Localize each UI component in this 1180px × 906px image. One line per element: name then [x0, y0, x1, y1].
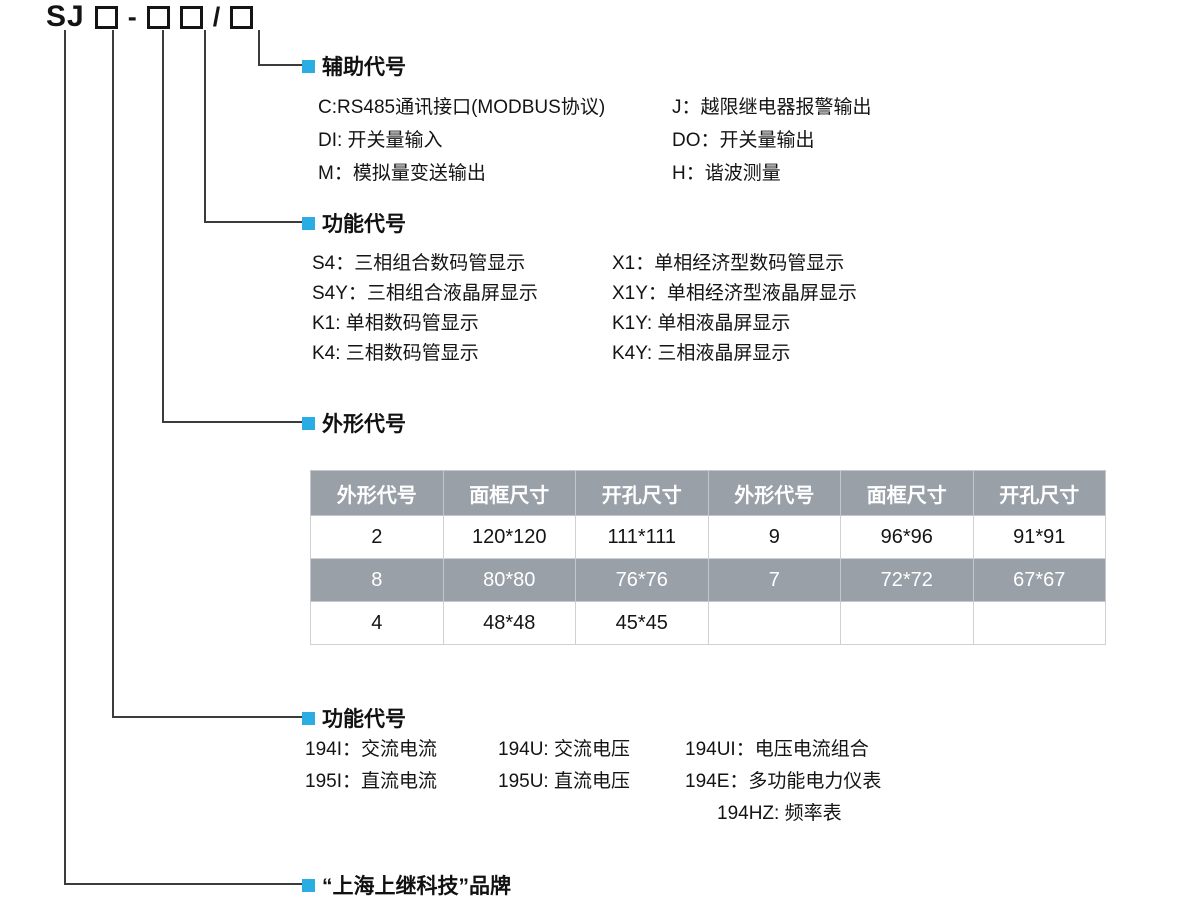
table-header-cell: 外形代号: [310, 470, 444, 516]
table-cell: 7: [707, 558, 841, 602]
heading-function-code: 功能代号: [302, 706, 406, 731]
table-header-cell: 开孔尺寸: [575, 470, 709, 516]
model-box-function-code: [94, 5, 118, 29]
function-item: 195I：直流电流: [305, 771, 437, 792]
table-header-row: 外形代号 面框尺寸 开孔尺寸 外形代号 面框尺寸 开孔尺寸: [310, 470, 1106, 516]
table-cell: 80*80: [442, 558, 576, 602]
table-cell: 120*120: [442, 515, 576, 559]
display-item: K1Y: 单相液晶屏显示: [612, 313, 791, 334]
connector-auxiliary: [258, 30, 302, 66]
section-bullet-icon: [302, 878, 315, 892]
table-cell: 4: [310, 601, 444, 645]
table-header-cell: 外形代号: [707, 470, 841, 516]
section-bullet-icon: [302, 59, 315, 73]
table-cell: [707, 601, 841, 645]
table-cell: [840, 601, 974, 645]
table-cell: 48*48: [442, 601, 576, 645]
function-item: 194E：多功能电力仪表: [685, 771, 882, 792]
table-cell: 2: [310, 515, 444, 559]
shape-code-table: 外形代号 面框尺寸 开孔尺寸 外形代号 面框尺寸 开孔尺寸 2 120*120 …: [310, 470, 1106, 645]
table-header-cell: 面框尺寸: [442, 470, 576, 516]
heading-label: 辅助代号: [322, 56, 406, 79]
connector-shape: [162, 30, 302, 423]
aux-item: J：越限继电器报警输出: [672, 97, 872, 118]
aux-item: DO：开关量输出: [672, 130, 815, 151]
table-cell: 91*91: [972, 515, 1106, 559]
table-cell: 76*76: [575, 558, 709, 602]
section-bullet-icon: [302, 416, 315, 430]
table-cell: 96*96: [840, 515, 974, 559]
table-cell: 72*72: [840, 558, 974, 602]
table-cell: 67*67: [972, 558, 1106, 602]
table-header-cell: 开孔尺寸: [972, 470, 1106, 516]
display-item: X1：单相经济型数码管显示: [612, 253, 845, 274]
table-cell: [972, 601, 1106, 645]
table-cell: 9: [707, 515, 841, 559]
heading-shape-code: 外形代号: [302, 411, 406, 436]
connector-function: [112, 30, 302, 718]
model-dash-separator: -: [127, 1, 137, 32]
heading-label: 功能代号: [322, 213, 406, 236]
function-item: 194HZ: 频率表: [717, 803, 842, 824]
connector-brand: [64, 30, 302, 885]
table-cell: 111*111: [575, 515, 709, 559]
model-designation: SJ - /: [46, 0, 254, 34]
table-cell: 8: [310, 558, 444, 602]
function-item: 195U: 直流电压: [498, 771, 630, 792]
aux-item: C:RS485通讯接口(MODBUS协议): [318, 97, 606, 118]
table-row: 4 48*48 45*45: [310, 601, 1106, 645]
aux-item: H：谐波测量: [672, 163, 781, 184]
model-prefix: SJ: [46, 0, 85, 33]
function-item: 194UI：电压电流组合: [685, 739, 869, 760]
model-slash-separator: /: [212, 1, 221, 32]
model-box-display-code: [179, 5, 203, 29]
table-row: 2 120*120 111*111 9 96*96 91*91: [310, 515, 1106, 559]
aux-item: M：模拟量变送输出: [318, 163, 486, 184]
heading-label: 外形代号: [322, 413, 406, 436]
display-item: K4: 三相数码管显示: [312, 343, 479, 364]
brand-label: “上海上继科技”品牌: [322, 875, 511, 898]
aux-item: DI: 开关量输入: [318, 130, 443, 151]
table-cell: 45*45: [575, 601, 709, 645]
section-bullet-icon: [302, 216, 315, 230]
function-item: 194U: 交流电压: [498, 739, 630, 760]
heading-display-code: 功能代号: [302, 211, 406, 236]
model-box-shape-code: [146, 5, 170, 29]
function-item: 194I：交流电流: [305, 739, 437, 760]
display-item: S4：三相组合数码管显示: [312, 253, 526, 274]
table-header-cell: 面框尺寸: [840, 470, 974, 516]
connector-display: [204, 30, 302, 223]
table-row: 8 80*80 76*76 7 72*72 67*67: [310, 558, 1106, 602]
display-item: K1: 单相数码管显示: [312, 313, 479, 334]
heading-brand: “上海上继科技”品牌: [302, 873, 511, 898]
section-bullet-icon: [302, 711, 315, 725]
display-item: S4Y：三相组合液晶屏显示: [312, 283, 538, 304]
heading-label: 功能代号: [322, 708, 406, 731]
model-box-auxiliary-code: [230, 5, 254, 29]
display-item: K4Y: 三相液晶屏显示: [612, 343, 791, 364]
heading-auxiliary-code: 辅助代号: [302, 54, 406, 79]
display-item: X1Y：单相经济型液晶屏显示: [612, 283, 857, 304]
